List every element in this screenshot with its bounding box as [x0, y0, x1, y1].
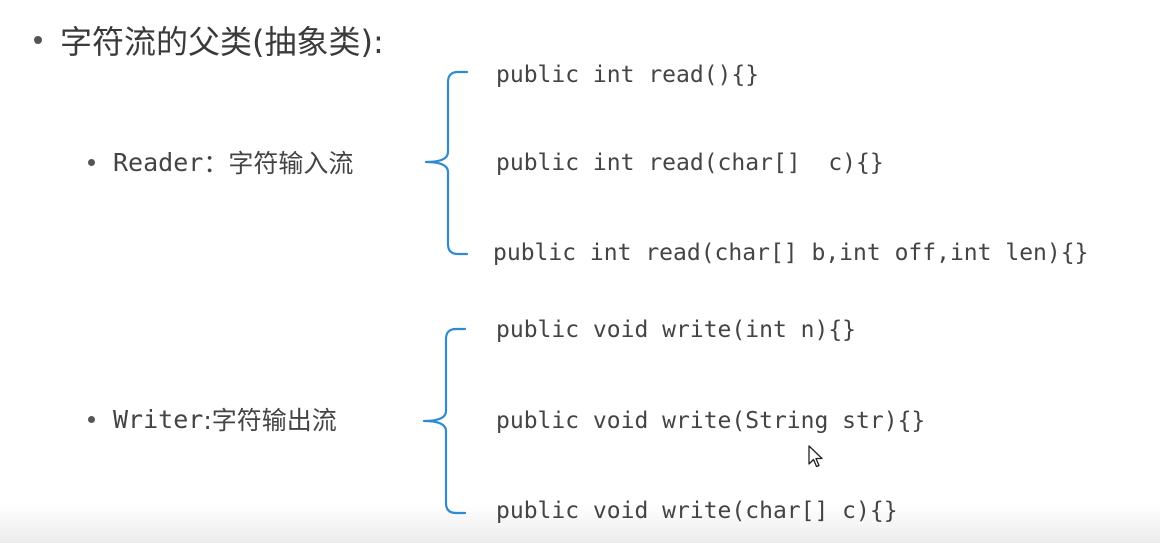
bullet-dot-icon [88, 158, 95, 166]
writer-label: Writer :字符输出流 [88, 401, 337, 437]
reader-class-name: Reader [113, 147, 204, 177]
writer-description: :字符输出流 [203, 406, 337, 435]
mouse-pointer-icon [808, 445, 823, 468]
bullet-dot-icon [34, 36, 42, 44]
reader-description: ：字符输入流 [203, 149, 354, 178]
bottom-shade [0, 505, 1160, 543]
writer-method-write-string: public void write(String str){} [496, 408, 926, 434]
writer-class-name: Writer [113, 404, 204, 434]
page-title-text: 字符流的父类(抽象类): [60, 23, 384, 61]
writer-method-write-char-array: public void write(char[] c){} [496, 498, 898, 524]
reader-method-read-no-args: public int read(){} [496, 62, 760, 88]
writer-method-write-int: public void write(int n){} [496, 317, 857, 343]
reader-method-read-offset-len: public int read(char[] b,int off,int len… [493, 240, 1089, 266]
reader-brace-icon [424, 70, 469, 256]
page-title: 字符流的父类(抽象类): [34, 18, 384, 62]
writer-brace-icon [422, 327, 467, 515]
reader-label: Reader ：字符输入流 [88, 144, 353, 180]
bullet-dot-icon [88, 415, 95, 423]
reader-method-read-char-array: public int read(char[] c){} [496, 150, 884, 176]
